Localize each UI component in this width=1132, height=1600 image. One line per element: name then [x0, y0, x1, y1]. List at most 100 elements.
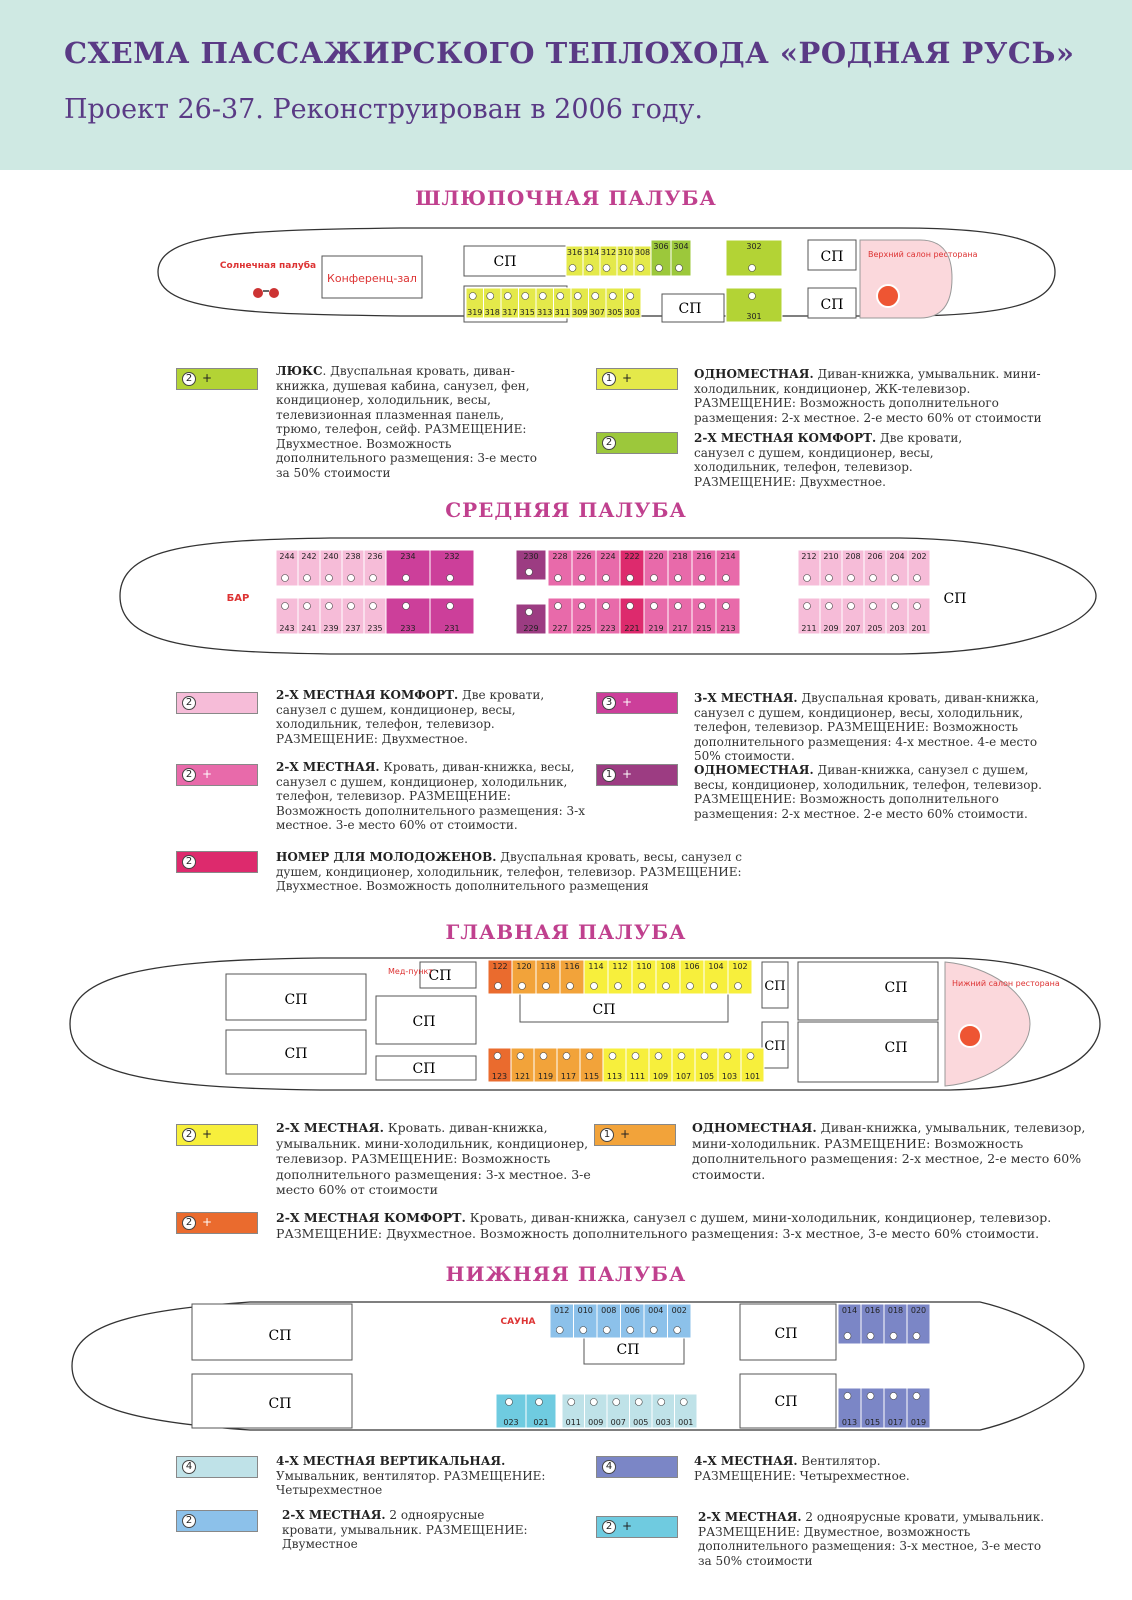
cabin-number: 216: [696, 552, 711, 561]
capacity-marker: [847, 602, 855, 610]
capacity-marker: [631, 1052, 640, 1060]
sp-label: СП: [593, 1002, 616, 1018]
capacity-marker: [585, 264, 594, 272]
capacity-marker: [619, 264, 628, 272]
cabin-220[interactable]: [643, 549, 669, 587]
legend-swatch: 2: [596, 432, 678, 454]
capacity-marker: [626, 292, 635, 300]
capacity-marker: [325, 602, 333, 610]
page-title: СХЕМА ПАССАЖИРСКОГО ТЕПЛОХОДА «РОДНАЯ РУ…: [64, 36, 1075, 70]
bar-label: БАР: [227, 593, 250, 604]
lower-restaurant-label: Нижний салон ресторана: [952, 979, 1060, 988]
capacity-marker: [626, 574, 634, 582]
capacity-marker: [542, 982, 550, 990]
cabin-number: 012: [554, 1306, 569, 1315]
capacity-marker: [602, 602, 610, 610]
cabin-number: 010: [578, 1306, 593, 1315]
cabin-number: 108: [660, 962, 675, 971]
capacity-marker: [369, 602, 377, 610]
capacity-marker: [446, 602, 454, 610]
cabin-number: 224: [600, 552, 615, 561]
cabin-number: 215: [696, 624, 711, 633]
cabin-number: 112: [612, 962, 627, 971]
capacity-marker: [843, 1332, 852, 1340]
cabin-number: 217: [672, 624, 687, 633]
cabin-number: 232: [444, 552, 459, 561]
capacity-marker: [649, 1326, 658, 1334]
cabin-020[interactable]: [906, 1303, 931, 1345]
capacity-marker: [843, 1392, 852, 1400]
capacity-marker: [521, 292, 530, 300]
cabin-number: 119: [538, 1072, 553, 1081]
capacity-marker: [825, 602, 833, 610]
cabin-002[interactable]: [667, 1303, 692, 1339]
cabin-number: 013: [842, 1418, 857, 1427]
cabin-number: 019: [911, 1418, 926, 1427]
med-point-label: Мед-пункт: [388, 967, 433, 976]
cabin-number: 242: [301, 552, 316, 561]
legend-swatch: 3+: [596, 692, 678, 714]
legend-swatch: 2+: [176, 1124, 258, 1146]
cabin-number: 007: [611, 1418, 626, 1427]
capacity-marker: [568, 264, 577, 272]
capacity-marker: [803, 574, 811, 582]
capacity-marker: [912, 1332, 921, 1340]
cabin-number: 120: [516, 962, 531, 971]
cabin-number: 225: [576, 624, 591, 633]
capacity-marker: [869, 602, 877, 610]
cabin-number: 311: [555, 308, 570, 317]
capacity-marker: [347, 574, 355, 582]
sp-label: СП: [821, 249, 844, 265]
capacity-marker: [538, 292, 547, 300]
capacity-marker: [612, 1398, 621, 1406]
cabin-number: 105: [699, 1072, 714, 1081]
sp-label: СП: [764, 979, 785, 994]
capacity-marker: [446, 574, 454, 582]
capacity-marker: [369, 574, 377, 582]
capacity-marker: [889, 1392, 898, 1400]
legend-swatch: 4: [596, 1456, 678, 1478]
cabin-number: 018: [888, 1306, 903, 1315]
capacity-marker: [686, 982, 694, 990]
cabin-number: 114: [588, 962, 603, 971]
sp-label: СП: [269, 1328, 292, 1344]
capacity-marker: [634, 1398, 643, 1406]
cabin-213[interactable]: [715, 597, 741, 635]
capacity-marker: [505, 1398, 513, 1406]
cabin-number: 212: [801, 552, 816, 561]
cabin-number: 218: [672, 552, 687, 561]
capacity-marker: [626, 1326, 635, 1334]
capacity-marker: [674, 574, 682, 582]
capacity-marker: [655, 264, 663, 272]
capacity-marker: [539, 1052, 548, 1060]
capacity-marker: [650, 602, 658, 610]
capacity-marker: [734, 982, 742, 990]
legend-swatch: 2+: [176, 1212, 258, 1234]
cabin-number: 020: [911, 1306, 926, 1315]
sp-label: СП: [885, 980, 908, 996]
sp-label: СП: [413, 1014, 436, 1030]
capacity-marker: [325, 574, 333, 582]
legend-swatch: 1+: [594, 1124, 676, 1146]
legend-swatch: 1+: [596, 764, 678, 786]
cabin-230[interactable]: [515, 549, 547, 581]
capacity-marker: [281, 574, 289, 582]
cabin-number: 015: [865, 1418, 880, 1427]
capacity-marker: [673, 1326, 682, 1334]
cabin-number: 228: [552, 552, 567, 561]
capacity-marker: [591, 292, 600, 300]
capacity-marker: [578, 574, 586, 582]
sauna-label: САУНА: [500, 1317, 535, 1327]
capacity-marker: [700, 1052, 709, 1060]
cabin-number: 222: [624, 552, 639, 561]
cabin-019[interactable]: [906, 1387, 931, 1429]
cabin-number: 109: [653, 1072, 668, 1081]
cabin-number: 205: [867, 624, 882, 633]
cabin-number: 303: [625, 308, 640, 317]
capacity-marker: [626, 602, 634, 610]
legend-swatch: 1+: [596, 368, 678, 390]
cabin-number: 011: [566, 1418, 581, 1427]
capacity-marker: [281, 602, 289, 610]
cabin-number: 014: [842, 1306, 857, 1315]
